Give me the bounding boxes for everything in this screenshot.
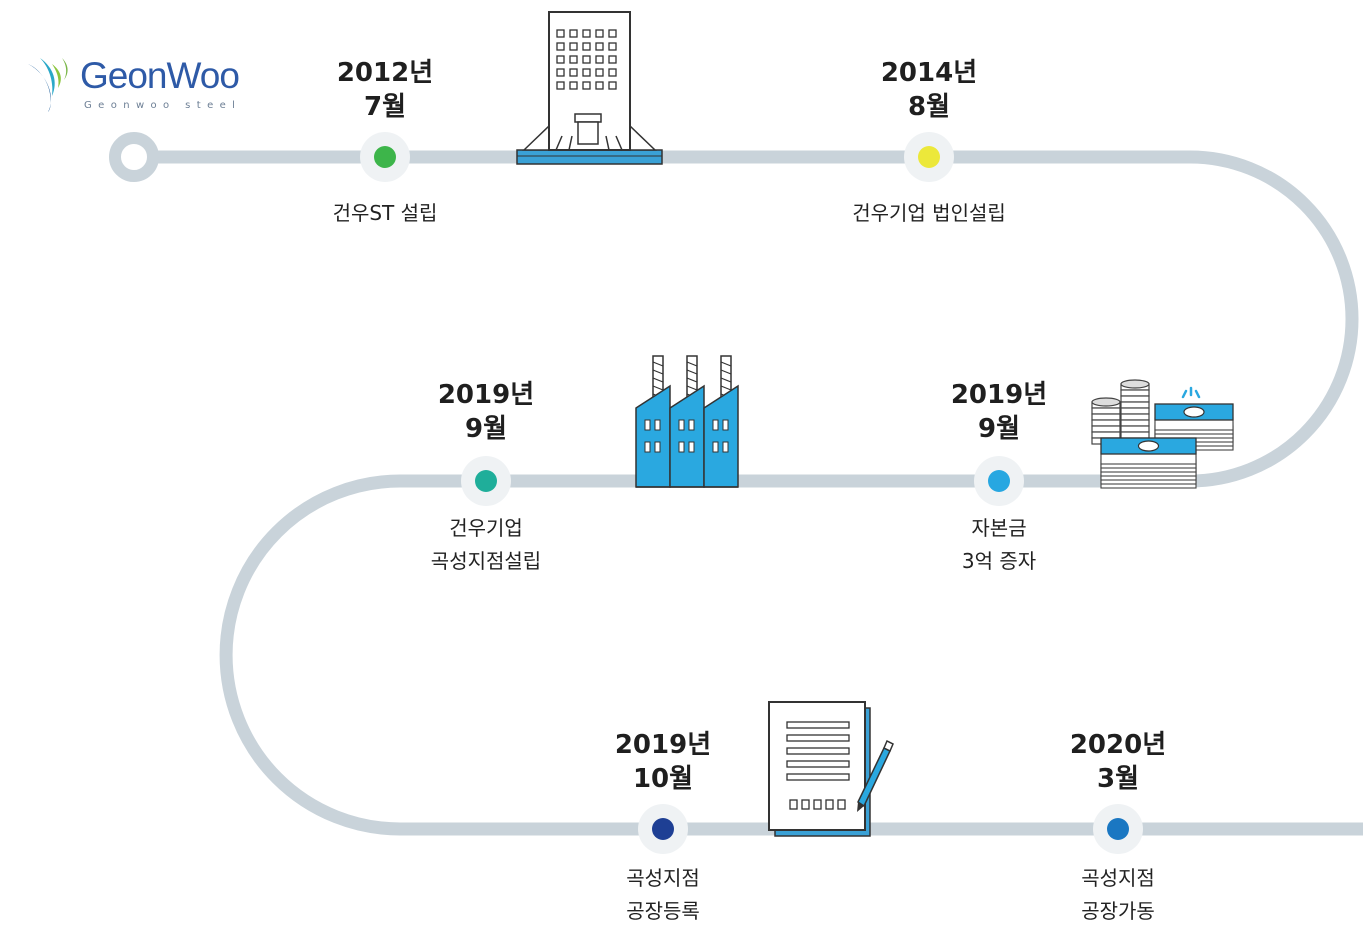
document-pen-icon — [768, 701, 894, 837]
milestone-year: 2019년 — [950, 380, 1048, 410]
milestone-description: 자본금 3억 증자 — [879, 512, 1119, 578]
logo-mark-icon — [28, 58, 68, 112]
milestone-description: 건우ST 설립 — [265, 197, 505, 230]
milestone-month: 9월 — [977, 414, 1020, 444]
milestone-dot[interactable] — [918, 146, 940, 168]
milestone-date: 2012년 7월 — [285, 56, 485, 124]
milestone-year: 2019년 — [614, 730, 712, 760]
milestone-year: 2019년 — [437, 380, 535, 410]
factory-icon — [635, 355, 739, 488]
milestone-dot[interactable] — [475, 470, 497, 492]
timeline-path — [127, 150, 1363, 836]
milestone-description-line: 곡성지점 — [626, 866, 700, 890]
milestone-description-line: 건우기업 법인설립 — [852, 201, 1006, 225]
company-logo[interactable]: GeonWoo Geonwoo steel — [26, 54, 256, 124]
milestone-date: 2019년 9월 — [386, 378, 586, 446]
milestone-dot[interactable] — [1107, 818, 1129, 840]
milestone-month: 10월 — [632, 764, 694, 794]
milestone-month: 7월 — [363, 92, 406, 122]
money-stack-icon — [1091, 379, 1234, 489]
milestone-dot[interactable] — [652, 818, 674, 840]
timeline-start-ring — [109, 132, 159, 182]
milestone-description-line: 공장등록 — [626, 899, 700, 923]
logo-subtitle: Geonwoo steel — [84, 100, 242, 111]
milestone-description-line: 곡성지점설립 — [430, 549, 542, 573]
milestone-description-line: 3억 증자 — [961, 549, 1037, 573]
milestone-date: 2019년 10월 — [563, 728, 763, 796]
milestone-description-line: 자본금 — [971, 516, 1027, 540]
milestone-month: 3월 — [1096, 764, 1139, 794]
milestone-date: 2020년 3월 — [1018, 728, 1218, 796]
milestone-year: 2020년 — [1069, 730, 1167, 760]
milestone-month: 9월 — [464, 414, 507, 444]
milestone-year: 2012년 — [336, 58, 434, 88]
milestone-dot[interactable] — [988, 470, 1010, 492]
milestone-description-line: 곡성지점 — [1081, 866, 1155, 890]
milestone-description: 건우기업 법인설립 — [809, 197, 1049, 230]
milestone-description-line: 공장가동 — [1081, 899, 1155, 923]
milestone-dot[interactable] — [374, 146, 396, 168]
milestone-date: 2014년 8월 — [829, 56, 1029, 124]
logo-name: GeonWoo — [80, 55, 240, 96]
milestone-month: 8월 — [907, 92, 950, 122]
milestone-date: 2019년 9월 — [899, 378, 1099, 446]
milestone-description-line: 건우기업 — [449, 516, 523, 540]
milestone-description-line: 건우ST 설립 — [332, 201, 438, 225]
office-building-icon — [516, 11, 663, 165]
milestone-year: 2014년 — [880, 58, 978, 88]
